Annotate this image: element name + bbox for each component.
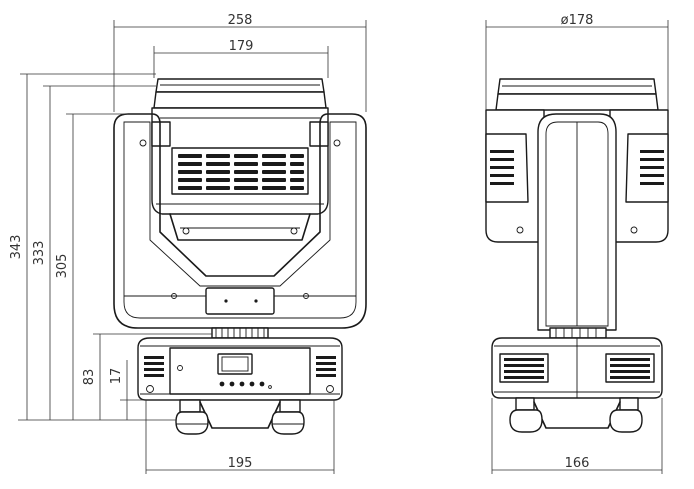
front-grille (178, 154, 304, 190)
dim-height-to-head-top: 333 (32, 241, 47, 266)
side-yoke-arm (537, 113, 617, 331)
front-view (113, 78, 367, 435)
dim-head-width: 179 (229, 39, 254, 54)
dim-base-width: 195 (228, 456, 253, 471)
dim-head-diameter: ø178 (561, 13, 594, 28)
front-dimensions: 258 179 343 333 305 83 17 195 (9, 13, 367, 474)
dim-base-depth: 166 (565, 456, 590, 471)
dim-height-to-yoke-top: 305 (55, 254, 70, 279)
front-head (151, 78, 329, 241)
side-base (491, 337, 663, 399)
dim-feet-height: 17 (109, 368, 124, 385)
dim-overall-width: 258 (228, 13, 253, 28)
front-yoke (113, 113, 367, 329)
side-feet (509, 397, 643, 433)
front-base (137, 337, 343, 401)
dim-overall-height: 343 (9, 235, 24, 260)
side-view (485, 78, 669, 433)
dim-base-height: 83 (82, 369, 97, 386)
side-head (485, 78, 669, 243)
front-bearing-ring (211, 327, 269, 339)
front-feet (175, 399, 305, 435)
side-dimensions: ø178 166 (485, 13, 669, 474)
side-bearing-ring (549, 327, 607, 339)
